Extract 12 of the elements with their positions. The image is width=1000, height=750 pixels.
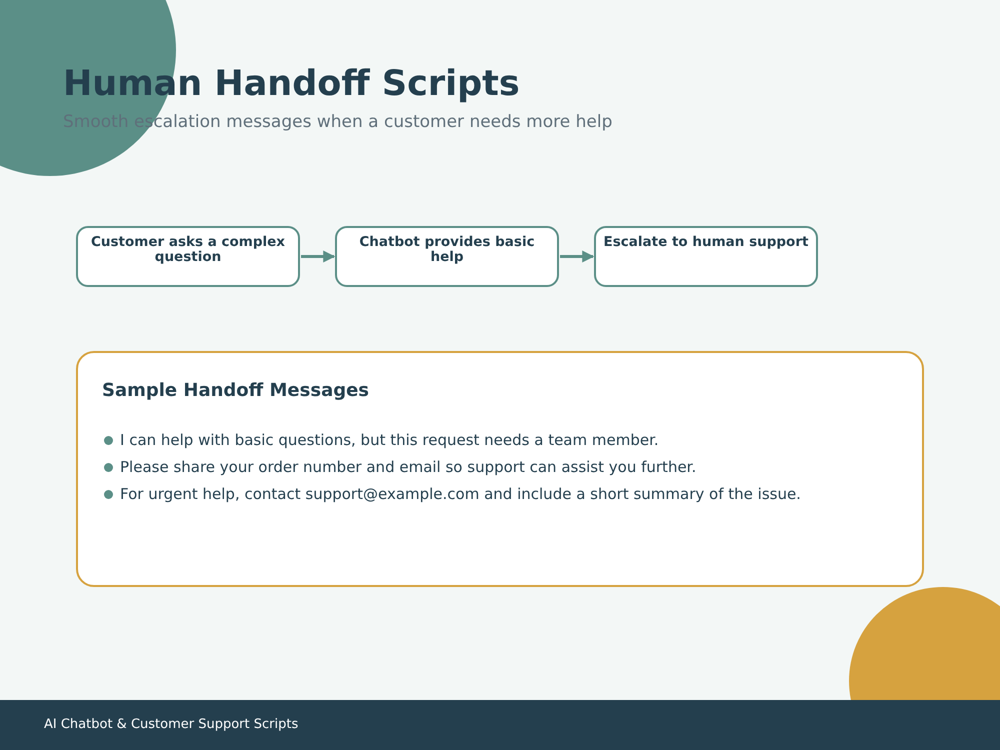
process-box: Escalate to human support [594, 226, 818, 287]
arrow [560, 250, 594, 262]
message-text: I can help with basic questions, but this request needs a team member. [120, 431, 659, 450]
process-box: Customer asks a complex question [76, 226, 300, 287]
footer-band [0, 700, 1000, 750]
panel-heading: Sample Handoff Messages [102, 379, 370, 403]
process-box: Chatbot provides basic help [335, 226, 559, 287]
arrow [301, 250, 336, 262]
footer-text: AI Chatbot & Customer Support Scripts [44, 717, 298, 733]
message-text: Please share your order number and email so support can assist you further. [120, 458, 696, 477]
message-panel [76, 351, 924, 587]
message-text: For urgent help, contact support@example.com and include a short summary of the issue. [120, 485, 801, 504]
